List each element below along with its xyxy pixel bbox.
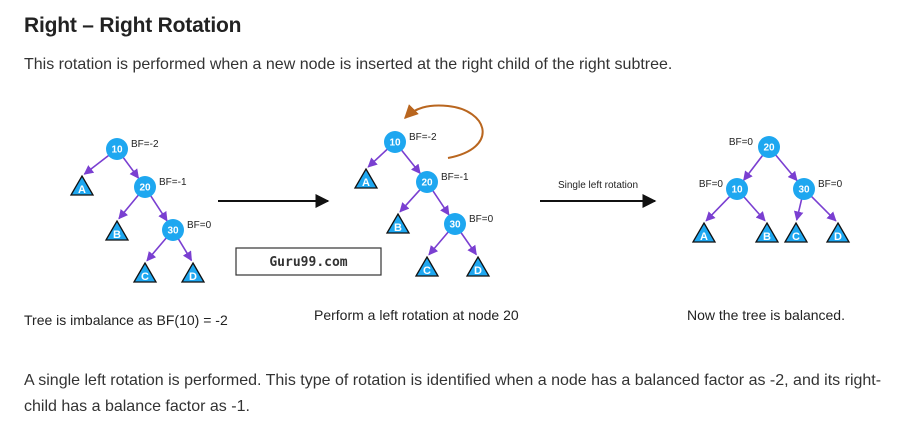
section-heading: Right – Right Rotation (24, 14, 242, 37)
balance-factor-label: BF=-2 (409, 132, 437, 143)
node-label: 20 (763, 143, 775, 154)
node-t1-30 (162, 219, 184, 241)
subtree-a (69, 174, 95, 196)
node-t3-30 (793, 178, 815, 200)
subtree-d (825, 221, 851, 243)
tree-edge (459, 230, 477, 256)
tree-edge (176, 237, 193, 262)
subtree-a (353, 167, 379, 189)
node-label: 10 (111, 145, 123, 156)
subtree-label: C (423, 265, 431, 277)
intro-paragraph: This rotation is performed when a new no… (24, 56, 673, 73)
subtree-label: D (189, 271, 197, 283)
balance-factor-label: BF=0 (469, 214, 494, 225)
subtree-label: D (474, 265, 482, 277)
node-t1-20 (134, 176, 156, 198)
tree-edge (149, 194, 168, 222)
balance-factor-label: BF=-1 (159, 177, 187, 188)
node-label: 30 (798, 185, 810, 196)
tree-edge (146, 236, 168, 262)
subtree-c (783, 221, 809, 243)
subtree-d (180, 261, 206, 283)
tree-edge (367, 147, 389, 168)
subtree-label: A (700, 231, 708, 243)
rotation-curve-arrow (404, 104, 484, 159)
node-t2-20 (416, 171, 438, 193)
caption-right: Now the tree is balanced. (687, 307, 845, 323)
node-label: 30 (167, 226, 179, 237)
tree-edge (431, 189, 450, 216)
balance-factor-label: BF=0 (699, 179, 724, 190)
subtree-label: B (763, 231, 771, 243)
tree-edge (793, 197, 804, 222)
node-label: 10 (389, 138, 401, 149)
balance-factor-label: BF=0 (729, 137, 754, 148)
balance-factor-label: BF=-2 (131, 139, 159, 150)
subtree-b (754, 221, 780, 243)
tree-edge (742, 195, 766, 222)
node-t2-30 (444, 213, 466, 235)
balance-factor-label: BF=0 (818, 179, 843, 190)
tree-edge (809, 194, 837, 222)
subtree-label: A (362, 177, 370, 189)
tree-leaves: A B C D A B C D A B C D (69, 167, 851, 283)
tree-edge (399, 188, 422, 213)
subtree-a (691, 221, 717, 243)
tree-edge (743, 153, 765, 182)
node-label: 20 (139, 183, 151, 194)
balance-factor-label: BF=-1 (441, 172, 469, 183)
tree-edge (705, 194, 732, 222)
subtree-b (104, 219, 130, 241)
node-t3-10 (726, 178, 748, 200)
node-t3-20 (758, 136, 780, 158)
subtree-label: B (113, 229, 121, 241)
balance-factor-label: BF=0 (187, 220, 212, 231)
subtree-label: B (394, 222, 402, 234)
subtree-c (414, 255, 440, 277)
subtree-label: C (141, 271, 149, 283)
subtree-label: A (78, 184, 86, 196)
explanation-paragraph: A single left rotation is performed. Thi… (24, 372, 882, 415)
single-left-rotation-label: Single left rotation (558, 180, 638, 191)
watermark-box (235, 247, 382, 276)
subtree-d (465, 255, 491, 277)
tree-edge (83, 153, 111, 175)
subtree-label: D (834, 231, 842, 243)
caption-left: Tree is imbalance as BF(10) = -2 (24, 312, 228, 328)
node-label: 20 (421, 178, 433, 189)
tree-edge (121, 155, 140, 179)
tree-edge (428, 230, 450, 256)
node-label: 30 (449, 220, 461, 231)
node-t2-10 (384, 131, 406, 153)
tree-edge (399, 148, 421, 175)
tree-edges (83, 147, 837, 262)
subtree-c (132, 261, 158, 283)
subtree-label: C (792, 231, 800, 243)
caption-middle: Perform a left rotation at node 20 (314, 307, 519, 323)
node-label: 10 (731, 185, 743, 196)
tree-edge (118, 193, 140, 220)
tree-edge (774, 153, 798, 182)
node-t1-10 (106, 138, 128, 160)
watermark-text: Guru99.com (269, 255, 347, 270)
subtree-b (385, 212, 411, 234)
